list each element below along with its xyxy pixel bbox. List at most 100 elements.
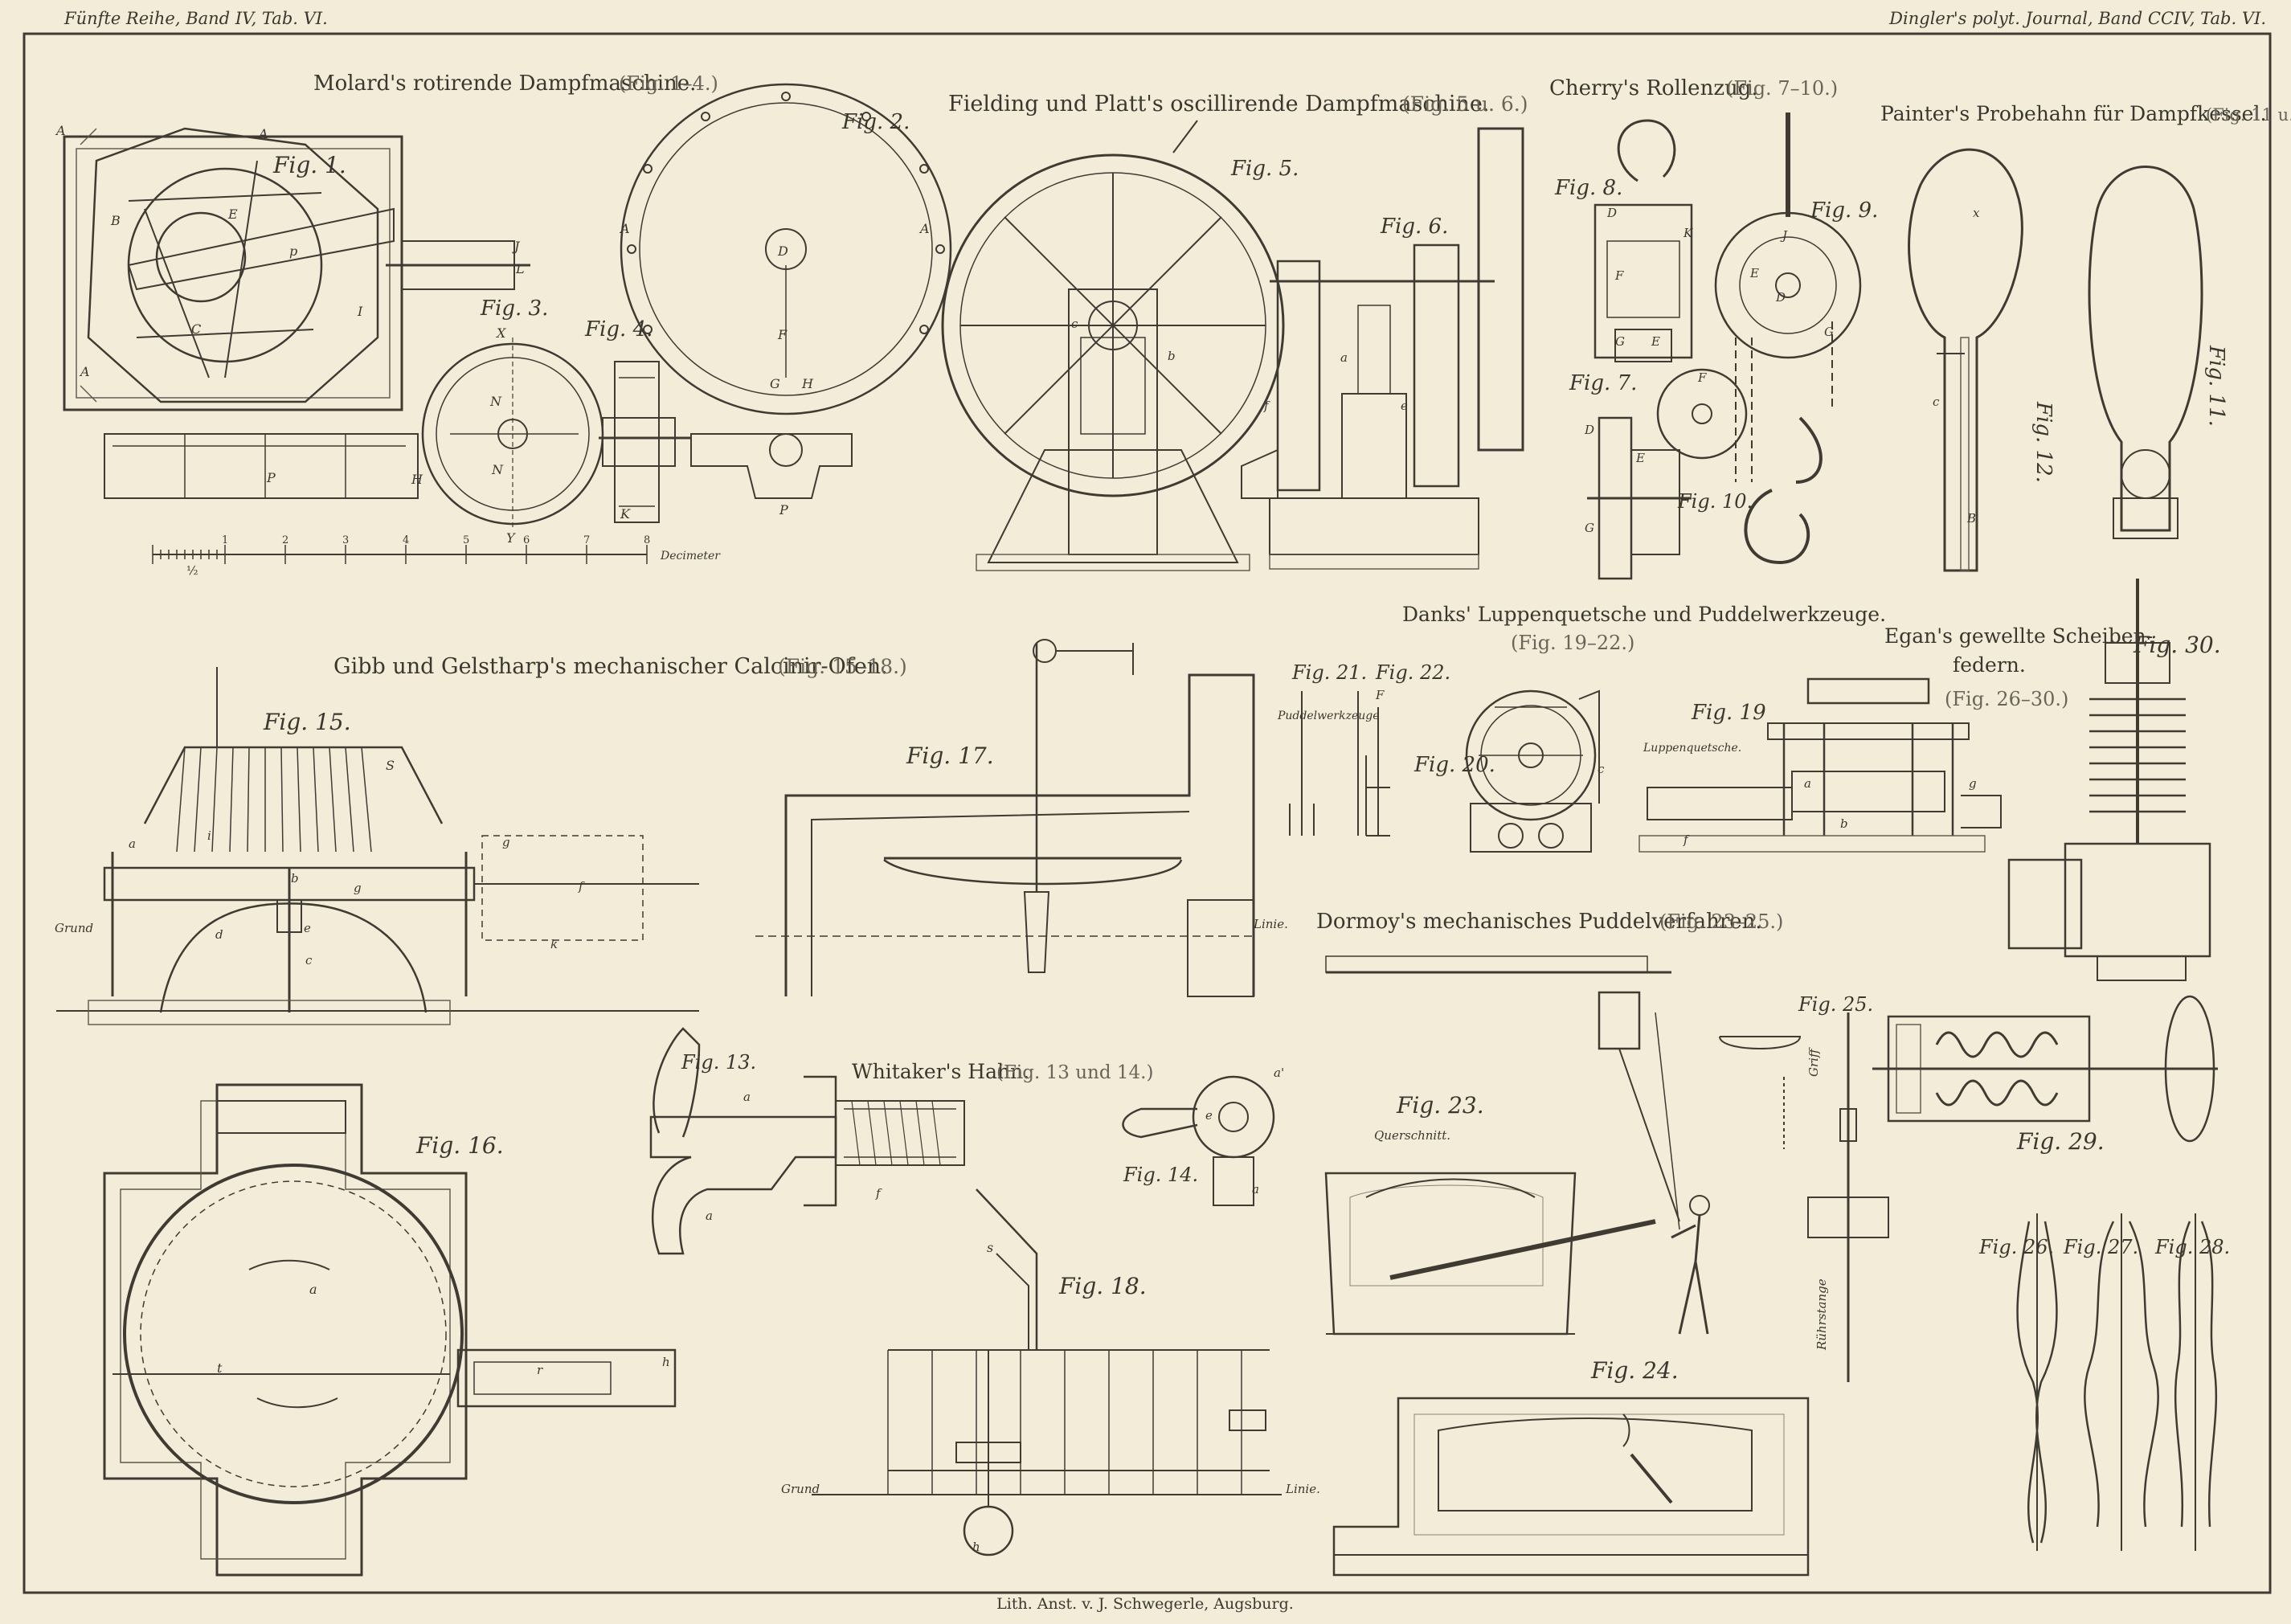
figure-29: Fig. 29. bbox=[1872, 995, 2218, 1155]
scale-tick-8: 8 bbox=[644, 534, 650, 546]
letter-fig19-g: g bbox=[1969, 776, 1977, 791]
figure-11: Fig. 11. bbox=[2088, 166, 2228, 539]
scale-half: ½ bbox=[186, 563, 198, 578]
figure-19: Fig. 19 Luppenquetsche. a b f g bbox=[1638, 677, 2002, 853]
scale-tick-3: 3 bbox=[342, 534, 349, 546]
section-ref-cherry: (Fig. 7–10.) bbox=[1726, 77, 1838, 100]
figure-2: Fig. 2. A A D F G H P bbox=[619, 83, 952, 517]
figure-9: Fig. 9. J E D G bbox=[1714, 112, 1878, 484]
section-dormoy: Dormoy's mechanisches Puddelverfahren. (… bbox=[1316, 910, 1783, 934]
letter-fig12-c: c bbox=[1933, 395, 1940, 409]
section-gibb: Gibb und Gelstharp's mechanischer Calcin… bbox=[333, 654, 907, 679]
figure-label-10: Fig. 10. bbox=[1677, 490, 1753, 513]
section-title-painter: Painter's Probehahn für Dampfkessel. bbox=[1880, 102, 2266, 125]
figure-label-21: Fig. 21. bbox=[1291, 661, 1367, 684]
section-title-egan-1: Egan's gewellte Scheiben- bbox=[1884, 624, 2153, 648]
letter-fig1-P: P bbox=[266, 470, 276, 485]
letter-fig22-F: F bbox=[1375, 688, 1385, 702]
figure-26: Fig. 26. bbox=[1978, 1213, 2058, 1551]
figure-label-2: Fig. 2. bbox=[841, 110, 910, 134]
figure-label-30: Fig. 30. bbox=[2133, 632, 2221, 658]
letter-fig8-D: D bbox=[1606, 206, 1617, 220]
letter-fig6-e: e bbox=[1401, 399, 1408, 413]
figure-label-26: Fig. 26. bbox=[1978, 1236, 2054, 1258]
letter-fig2-F: F bbox=[777, 327, 788, 342]
letter-fig10-E: E bbox=[1635, 451, 1645, 465]
letter-fig15-d: d bbox=[215, 927, 223, 942]
letter-fig9-G: G bbox=[1824, 325, 1834, 339]
label-luppenquetsche: Luppenquetsche. bbox=[1643, 742, 1741, 755]
figure-10: Fig. 10. D G E bbox=[1584, 416, 1810, 580]
scale-tick-4: 4 bbox=[403, 534, 409, 546]
figure-label-20: Fig. 20. bbox=[1413, 753, 1495, 777]
letter-fig13-a: a bbox=[743, 1090, 751, 1104]
letter-fig2-H: H bbox=[801, 376, 814, 391]
letter-fig19-b: b bbox=[1840, 816, 1848, 831]
letter-fig10-G: G bbox=[1585, 521, 1594, 535]
letter-fig13-f: f bbox=[875, 1186, 882, 1201]
scale-tick-6: 6 bbox=[523, 534, 530, 546]
section-title-egan-2: federn. bbox=[1953, 653, 2026, 677]
letter-fig1-p: p bbox=[289, 243, 297, 259]
section-title-dormoy: Dormoy's mechanisches Puddelverfahren. bbox=[1316, 910, 1762, 934]
section-ref-molard: (Fig. 1–4.) bbox=[619, 72, 718, 95]
letter-fig12-B: B bbox=[1966, 511, 1976, 526]
scale-bar: ½ 1 2 3 4 5 6 7 8 Decimeter bbox=[152, 534, 721, 578]
section-ref-gibb: (Fig. 15–18.) bbox=[778, 655, 907, 678]
section-ref-egan: (Fig. 26–30.) bbox=[1945, 688, 2068, 710]
letter-fig15-k: k bbox=[550, 937, 558, 951]
figure-17: Fig. 17. Linie. bbox=[755, 639, 1288, 997]
section-ref-fielding: (Fig. 5 u. 6.) bbox=[1402, 92, 1528, 116]
letter-fig5-c: c bbox=[1071, 317, 1078, 331]
letter-fig2-D: D bbox=[777, 243, 788, 259]
figure-18: Fig. 18. s h Grund Linie. bbox=[781, 1188, 1320, 1557]
figure-27: Fig. 27. bbox=[2063, 1213, 2159, 1551]
letter-fig5-b: b bbox=[1168, 349, 1176, 363]
letter-fig9-E: E bbox=[1749, 266, 1759, 280]
section-cherry: Cherry's Rollenzug. (Fig. 7–10.) bbox=[1549, 76, 1838, 100]
figure-label-19: Fig. 19 bbox=[1691, 701, 1766, 725]
section-danks: Danks' Luppenquetsche und Puddelwerkzeug… bbox=[1402, 603, 1886, 654]
figure-7: Fig. 7. F bbox=[1569, 368, 1748, 460]
letter-fig14-e: e bbox=[1205, 1108, 1213, 1123]
label-linie-2: Linie. bbox=[1285, 1482, 1320, 1496]
letter-fig16-a: a bbox=[309, 1282, 317, 1297]
figure-16: Fig. 16. a t r h bbox=[103, 1083, 677, 1577]
section-title-danks: Danks' Luppenquetsche und Puddelwerkzeug… bbox=[1402, 603, 1886, 626]
letter-fig2-P: P bbox=[779, 502, 788, 517]
figure-label-9: Fig. 9. bbox=[1810, 198, 1878, 223]
letter-fig1-I: I bbox=[357, 304, 363, 319]
section-title-molard: Molard's rotirende Dampfmaschine. bbox=[313, 72, 696, 96]
section-molard: Molard's rotirende Dampfmaschine. (Fig. … bbox=[313, 72, 718, 96]
letter-fig16-r: r bbox=[537, 1363, 543, 1377]
letter-fig15-b: b bbox=[291, 871, 299, 886]
figure-label-18: Fig. 18. bbox=[1058, 1273, 1147, 1299]
figure-23: Fig. 23. Querschnitt. bbox=[1324, 955, 1710, 1336]
section-title-gibb: Gibb und Gelstharp's mechanischer Calcin… bbox=[333, 654, 888, 679]
letter-fig15-e: e bbox=[304, 921, 311, 935]
figure-1: Fig. 1. A A A B C E p J L I P H bbox=[55, 123, 530, 499]
letter-fig15-c: c bbox=[305, 953, 313, 967]
letter-fig9-J: J bbox=[1780, 228, 1788, 243]
figure-label-8: Fig. 8. bbox=[1554, 176, 1622, 200]
letter-fig1-A-right: A bbox=[257, 126, 268, 141]
figure-3: Fig. 3. X Y N N bbox=[421, 297, 604, 546]
letter-fig2-G: G bbox=[770, 376, 780, 391]
letter-fig15-i: i bbox=[207, 828, 211, 843]
figure-label-12: Fig. 12. bbox=[2031, 401, 2056, 483]
figure-25: Fig. 25. Griff Rührstange bbox=[1719, 993, 1889, 1382]
header-right: Dingler's polyt. Journal, Band CCIV, Tab… bbox=[1888, 9, 2266, 28]
figure-label-15: Fig. 15. bbox=[263, 709, 351, 735]
label-grund-1: Grund bbox=[55, 921, 93, 935]
figure-label-1: Fig. 1. bbox=[272, 152, 346, 178]
letter-fig2-A-left: A bbox=[619, 221, 630, 236]
letter-fig10-D: D bbox=[1584, 423, 1594, 437]
letter-fig1-B: B bbox=[110, 213, 121, 228]
figure-label-5: Fig. 5. bbox=[1230, 157, 1299, 181]
figure-8: Fig. 8. D K F G E bbox=[1554, 119, 1693, 362]
figure-label-11: Fig. 11. bbox=[2204, 345, 2228, 427]
letter-fig3-N-bottom: N bbox=[491, 462, 504, 477]
section-ref-painter: (Fig. 11 u. 12.) bbox=[2206, 105, 2291, 125]
